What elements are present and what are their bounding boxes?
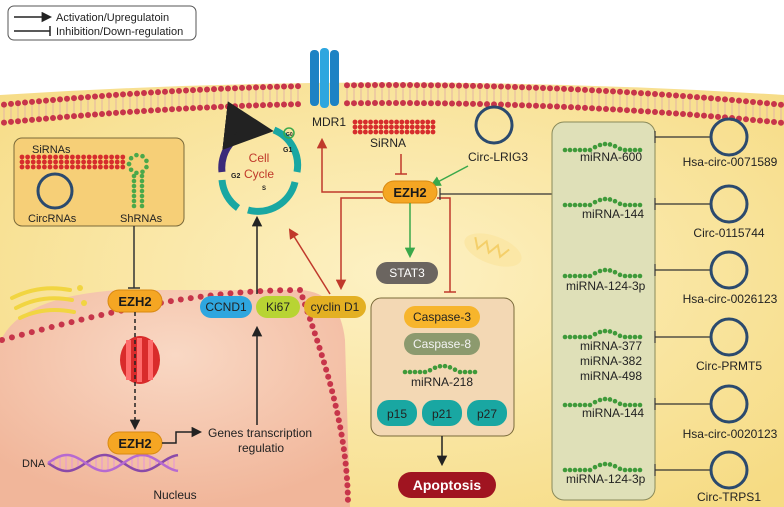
shrna-hairpin-icon (126, 152, 149, 209)
cell-cycle-label-1: Cell (249, 151, 270, 165)
svg-text:CCND1: CCND1 (205, 300, 247, 314)
circ-lrig3-icon (474, 105, 514, 145)
p21-label: p21 (432, 407, 452, 421)
legend-inhibition: Inhibition/Down-regulation (56, 26, 183, 38)
apoptosis-regulator-box: Caspase-3 Caspase-8 miRNA-218 p15 p21 p2… (370, 297, 515, 437)
hsa-circ-0026123-label: Hsa-circ-0026123 (683, 292, 778, 306)
phase-m: M (232, 130, 239, 139)
mirna-panel (551, 121, 656, 501)
nucleus-body (0, 290, 350, 507)
mirna-218-label: miRNA-218 (411, 375, 473, 389)
phase-g2: G2 (231, 173, 240, 180)
legend-activation: Activation/Upregulatoin (56, 12, 169, 24)
mirna-144b-label: miRNA-144 (582, 406, 644, 420)
svg-text:Apoptosis: Apoptosis (413, 477, 482, 493)
sirna-center-icon (352, 119, 436, 135)
mirna-144-label: miRNA-144 (582, 207, 644, 221)
hsa-circ-0020123-label: Hsa-circ-0020123 (683, 427, 778, 441)
ezh2-center-pill: EZH2 (382, 180, 438, 204)
svg-text:STAT3: STAT3 (389, 266, 425, 280)
mirna-124-3p-b-label: miRNA-124-3p (566, 472, 646, 486)
phase-s: S (262, 186, 266, 192)
mirna-218-icon (402, 363, 478, 375)
mdr1-label: MDR1 (312, 115, 346, 129)
svg-text:cyclin D1: cyclin D1 (311, 300, 360, 314)
hsa-circ-0071589-label: Hsa-circ-0071589 (683, 155, 778, 169)
cell-cycle-label-2: Cycle (244, 167, 274, 181)
genes-regulation-label: regulatio (238, 441, 284, 455)
mirna-600-label: miRNA-600 (580, 150, 642, 164)
ccnd1-pill: CCND1 (200, 296, 252, 318)
svg-text:Ki67: Ki67 (266, 300, 290, 314)
cyclin-d1-pill: cyclin D1 (304, 296, 366, 318)
mdr1-transporter-icon (310, 48, 339, 108)
phase-g0: G0 (286, 132, 293, 138)
cell-cycle-diagram: Cell Cycle M G0 G1 G2 S (218, 101, 302, 215)
ezh2-cytoplasm-pill: EZH2 (107, 289, 163, 313)
mirna-377-label: miRNA-377 (580, 339, 642, 353)
ezh2-nucleus-pill: EZH2 (107, 431, 163, 455)
circ-0115744-label: Circ-0115744 (693, 226, 764, 240)
nuclear-pore-icon (120, 336, 160, 384)
circrna-icons (709, 117, 749, 490)
circ-prmt5-label: Circ-PRMT5 (696, 359, 762, 373)
mirna-382-label: miRNA-382 (580, 354, 642, 368)
genes-transcription-label: Genes transcription (208, 426, 312, 440)
apoptosis-pill: Apoptosis (398, 472, 496, 498)
caspase8-label: Caspase-8 (413, 337, 471, 351)
mirna-124-3p-label: miRNA-124-3p (566, 279, 646, 293)
mirna-strands (562, 141, 643, 473)
sirna-strand-icon (19, 154, 126, 170)
ki67-pill: Ki67 (256, 296, 300, 318)
circ-trps1-label: Circ-TRPS1 (697, 490, 761, 504)
stat3-pill: STAT3 (376, 262, 438, 284)
dna-label: DNA (22, 458, 46, 470)
svg-text:EZH2: EZH2 (118, 294, 151, 309)
dna-helix-icon (47, 453, 179, 473)
mirna-498-label: miRNA-498 (580, 369, 642, 383)
nucleus-label: Nucleus (153, 488, 196, 502)
circ-lrig3-label: Circ-LRIG3 (468, 150, 528, 164)
legend: Activation/Upregulatoin Inhibition/Down-… (7, 5, 197, 41)
svg-text:EZH2: EZH2 (118, 436, 151, 451)
shrnas-label: ShRNAs (120, 213, 163, 225)
golgi-icon (10, 285, 87, 320)
circrna-icon (36, 172, 74, 210)
svg-text:EZH2: EZH2 (393, 185, 426, 200)
sirna-center-label: SiRNA (370, 136, 406, 150)
sirnas-label: SiRNAs (32, 144, 71, 156)
circrna-inhibition-lines (654, 131, 711, 476)
caspase3-label: Caspase-3 (413, 310, 471, 324)
mitochondrion-icon (464, 233, 522, 267)
p15-label: p15 (387, 407, 407, 421)
left-rna-box: SiRNAs CircRNAs ShRNAs (13, 137, 185, 227)
p27-label: p27 (477, 407, 497, 421)
phase-g1: G1 (283, 147, 292, 154)
circrnas-label: CircRNAs (28, 213, 77, 225)
